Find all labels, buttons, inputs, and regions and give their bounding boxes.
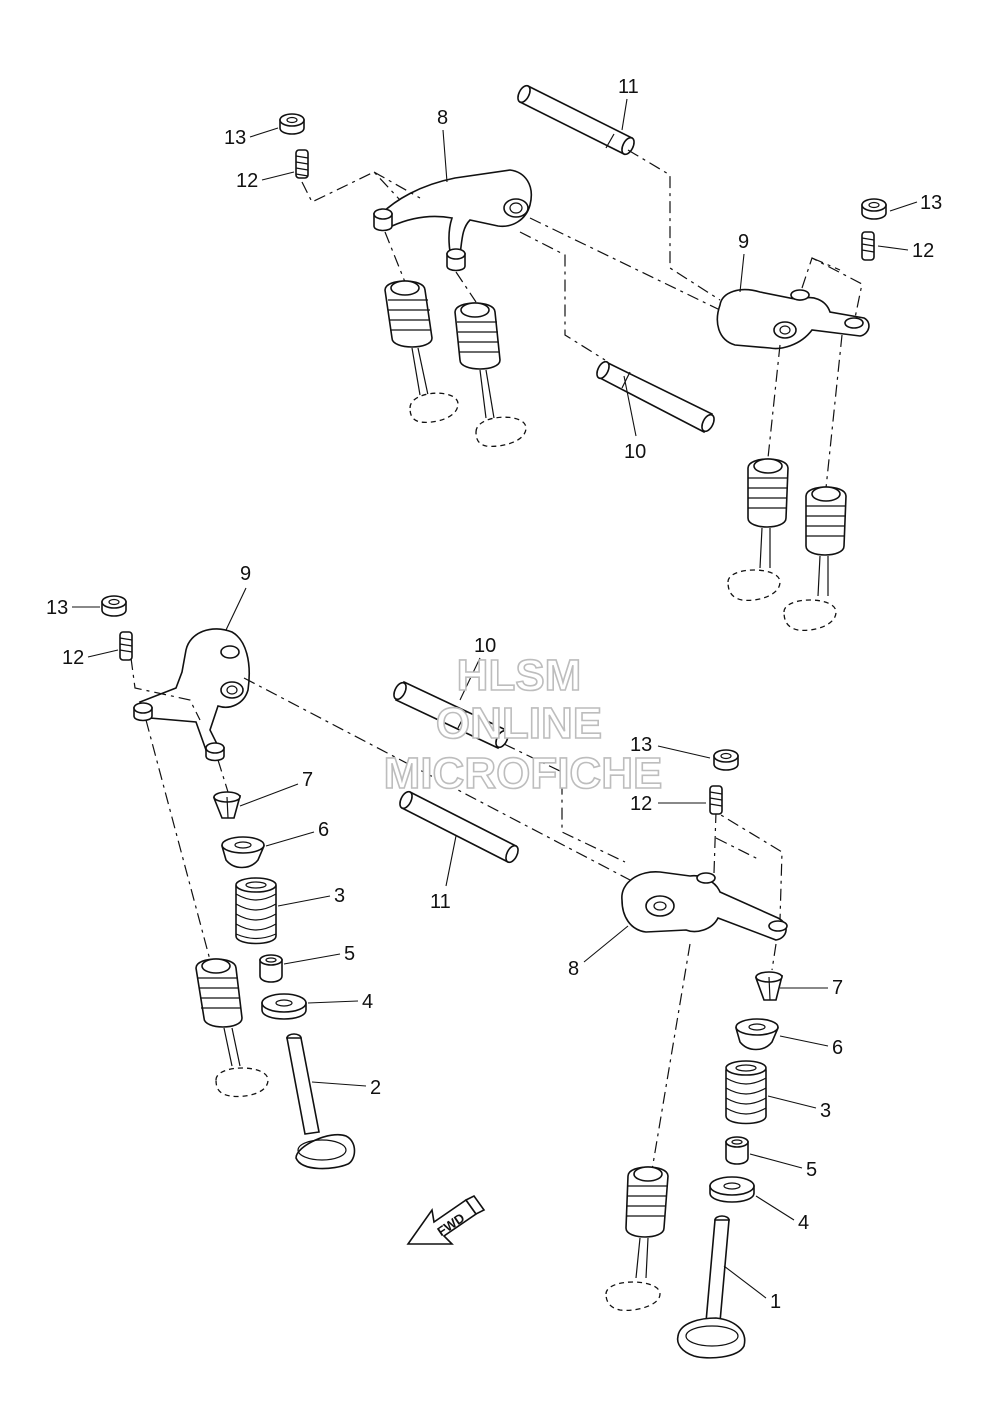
adjust-screw-12-bottom-left — [119, 631, 133, 661]
valve-spring-top-right-a — [727, 458, 789, 602]
exhaust-valve-2 — [286, 1033, 356, 1170]
callout-5-bottom-right: 5 — [806, 1159, 817, 1181]
watermark: HLSM ONLINE MICROFICHE — [383, 650, 663, 799]
intake-valve-1 — [676, 1215, 746, 1359]
callout-6-bottom-left: 6 — [318, 819, 329, 841]
callout-9-top: 9 — [738, 231, 749, 253]
callout-4-bottom-left: 4 — [362, 991, 373, 1013]
watermark-line-2: ONLINE — [436, 699, 602, 748]
valve-spring-top-left-b — [454, 271, 527, 448]
callout-13-bottom-left: 13 — [46, 597, 68, 619]
shaft-11-top — [517, 84, 635, 156]
callout-5-bottom-left: 5 — [344, 943, 355, 965]
callout-7-bottom-right: 7 — [832, 977, 843, 999]
callout-6-bottom-right: 6 — [832, 1037, 843, 1059]
valve-spring-bottom-left-ghost — [195, 958, 269, 1098]
callout-2: 2 — [370, 1077, 381, 1099]
rocker-arm-8-bottom — [621, 871, 788, 941]
spring-3-bottom-left — [235, 877, 277, 945]
bottom-assembly: FWD 9 13 12 10 13 12 7 6 3 5 4 2 11 8 7 … — [46, 563, 843, 1359]
callout-11-top: 11 — [618, 76, 639, 98]
nut-13-bottom-right — [713, 749, 739, 771]
callout-12-bottom-left: 12 — [62, 647, 84, 669]
callout-8-bottom: 8 — [568, 958, 579, 980]
seal-5-bottom-left — [259, 954, 283, 983]
watermark-line-1: HLSM — [457, 651, 582, 700]
callout-13-top-right: 13 — [920, 192, 942, 214]
callout-9-bottom: 9 — [240, 563, 251, 585]
callout-4-bottom-right: 4 — [798, 1212, 809, 1234]
retainer-6-bottom-right — [735, 1018, 779, 1051]
adjust-screw-12-bottom-right — [709, 785, 723, 815]
shaft-10-top — [596, 360, 715, 434]
callout-12-bottom-right: 12 — [630, 793, 652, 815]
callout-13-bottom-right: 13 — [630, 734, 652, 756]
callout-3-bottom-left: 3 — [334, 885, 345, 907]
callout-11-bottom: 11 — [430, 891, 451, 913]
cotter-7-bottom-left — [212, 791, 242, 819]
nut-13-bottom-left — [101, 595, 127, 617]
adjust-screw-12-top-left — [295, 149, 309, 179]
rocker-arm-9-bottom — [133, 628, 251, 762]
retainer-6-bottom-left — [221, 836, 265, 869]
callout-12-top-right: 12 — [912, 240, 934, 262]
seal-5-bottom-right — [725, 1136, 749, 1165]
adjust-screw-12-top-right — [861, 231, 875, 261]
top-assembly: 13 12 8 11 9 13 12 10 — [224, 76, 942, 632]
nut-13-top-right — [861, 198, 887, 220]
fwd-direction-arrow: FWD — [406, 1194, 486, 1245]
seat-4-bottom-left — [261, 993, 307, 1020]
callout-3-bottom-right: 3 — [820, 1100, 831, 1122]
spring-3-bottom-right — [725, 1060, 767, 1125]
valve-spring-top-left-a — [384, 231, 459, 424]
callout-13-top-left: 13 — [224, 127, 246, 149]
callout-8-top: 8 — [437, 107, 448, 129]
callout-12-top-left: 12 — [236, 170, 258, 192]
callout-7-bottom-left: 7 — [302, 769, 313, 791]
watermark-line-3: MICROFICHE — [384, 749, 663, 798]
valve-spring-top-right-b — [783, 486, 847, 632]
callout-1: 1 — [770, 1291, 781, 1313]
cotter-7-bottom-right — [754, 971, 784, 1001]
shaft-10-bottom — [393, 680, 509, 750]
seat-4-bottom-right — [709, 1176, 755, 1203]
callout-10-top: 10 — [624, 441, 646, 463]
rocker-arm-8-top — [373, 169, 532, 272]
valve-spring-bottom-right-ghost — [605, 1166, 669, 1312]
shaft-11-bottom — [399, 790, 519, 864]
nut-13-top-left — [279, 113, 305, 135]
rocker-arm-9-top — [716, 288, 870, 350]
callout-10-bottom: 10 — [474, 635, 496, 657]
